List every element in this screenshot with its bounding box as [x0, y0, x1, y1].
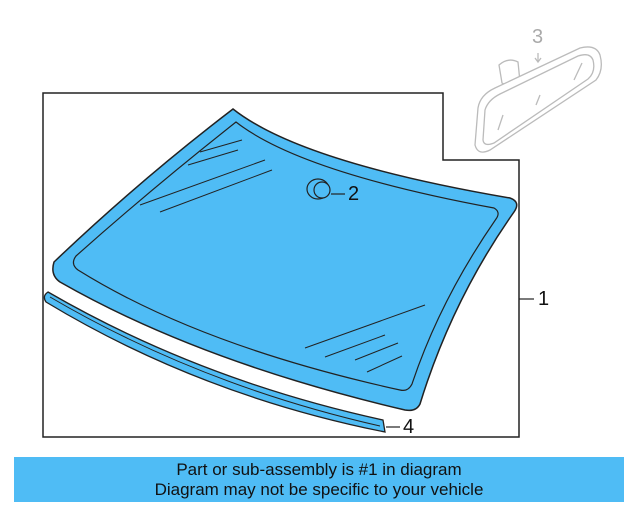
callout-3: 3	[532, 26, 544, 48]
disclaimer-banner: Part or sub-assembly is #1 in diagram Di…	[14, 457, 624, 502]
sensor-clip	[306, 178, 345, 200]
assembly-frame	[42, 92, 520, 438]
callout-2: 2	[348, 183, 360, 205]
rearview-mirror	[474, 46, 602, 153]
callout-1: 1	[538, 288, 550, 310]
windshield-glass	[52, 108, 518, 412]
callout-4: 4	[403, 416, 415, 438]
banner-line-2: Diagram may not be specific to your vehi…	[154, 480, 484, 499]
banner-line-1: Part or sub-assembly is #1 in diagram	[176, 460, 462, 479]
windshield-moulding	[43, 291, 400, 433]
